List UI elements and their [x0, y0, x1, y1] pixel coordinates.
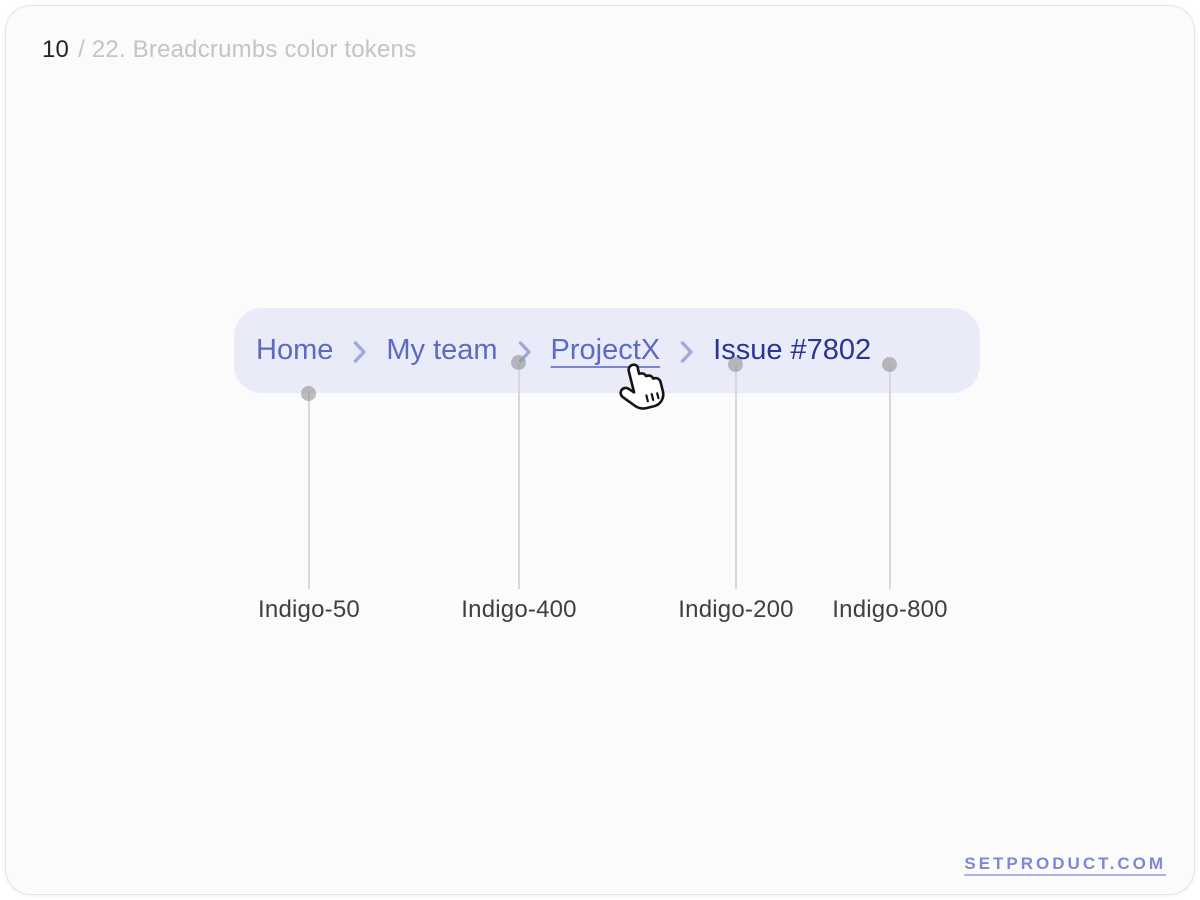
token-label-indigo-200: Indigo-200: [678, 596, 794, 623]
annotation-dot-indigo-400: [511, 355, 526, 370]
annotation-dot-indigo-200: [728, 357, 743, 372]
chevron-right-icon: [679, 340, 694, 364]
token-label-indigo-800: Indigo-800: [832, 596, 948, 623]
slide-card: 10 / 22. Breadcrumbs color tokens Home My…: [5, 5, 1195, 895]
breadcrumbs: Home My team ProjectX Issue #7802: [234, 308, 980, 393]
token-label-indigo-50: Indigo-50: [258, 596, 360, 623]
annotation-line-indigo-800: [889, 364, 891, 589]
annotation-line-indigo-400: [518, 362, 520, 589]
token-label-indigo-400: Indigo-400: [461, 596, 577, 623]
setproduct-link[interactable]: SETPRODUCT.COM: [964, 854, 1166, 873]
slide-title: 10 / 22. Breadcrumbs color tokens: [42, 36, 416, 64]
breadcrumb-my-team-link[interactable]: My team: [386, 334, 498, 366]
annotation-line-indigo-50: [308, 392, 310, 589]
slide-title-text: / 22. Breadcrumbs color tokens: [78, 36, 417, 63]
chevron-right-icon: [352, 340, 367, 364]
annotation-dot-indigo-800: [882, 357, 897, 372]
slide-number: 10: [42, 36, 70, 63]
breadcrumb-home-link[interactable]: Home: [256, 334, 334, 366]
annotation-dot-indigo-50: [301, 386, 316, 401]
breadcrumb-projectx-link[interactable]: ProjectX: [550, 334, 661, 366]
annotation-line-indigo-200: [735, 364, 737, 589]
